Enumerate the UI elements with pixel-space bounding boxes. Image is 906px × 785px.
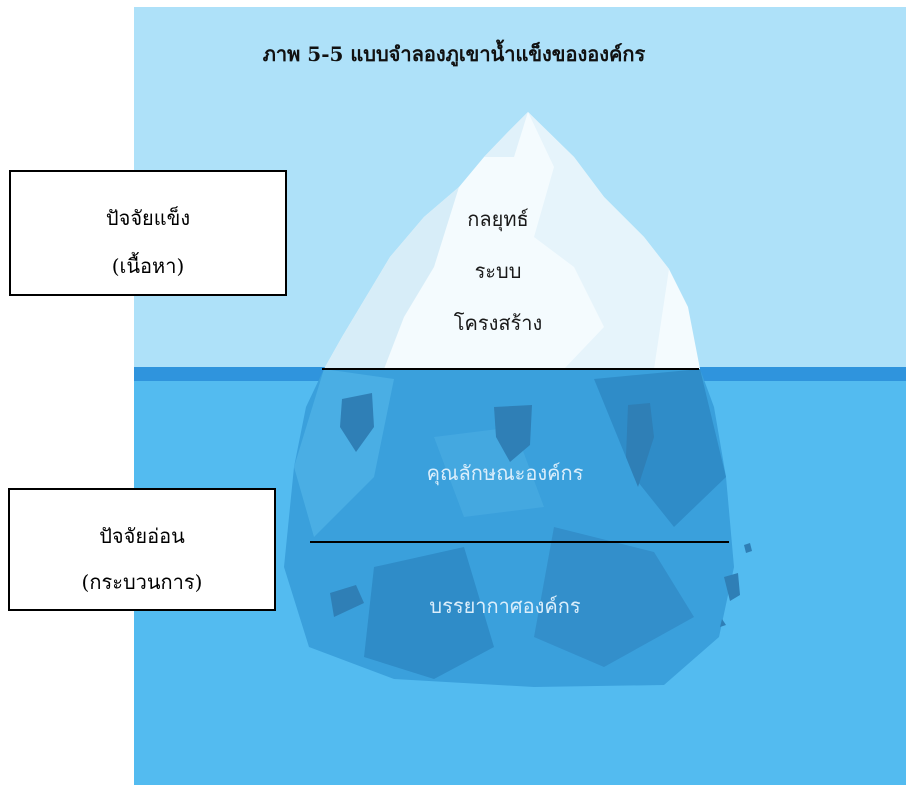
- hard-factors-box: ปัจจัยแข็ง (เนื้อหา): [9, 170, 287, 296]
- organizational-climate-label: บรรยากาศองค์กร: [385, 590, 625, 622]
- iceberg-illustration: [134, 7, 906, 785]
- organizational-characteristics-label: คุณลักษณะองค์กร: [385, 457, 625, 489]
- hard-factors-title: ปัจจัยแข็ง: [11, 202, 285, 234]
- system-label: ระบบ: [433, 255, 563, 287]
- strategy-label: กลยุทธ์: [433, 203, 563, 235]
- soft-factors-subtitle: (กระบวนการ): [10, 566, 274, 598]
- soft-factors-title: ปัจจัยอ่อน: [10, 520, 274, 552]
- iceberg-figure: [134, 7, 906, 785]
- soft-factors-box: ปัจจัยอ่อน (กระบวนการ): [8, 488, 276, 611]
- figure-title: ภาพ 5-5 แบบจำลองภูเขาน้ำแข็งขององค์กร: [134, 38, 774, 70]
- hard-factors-subtitle: (เนื้อหา): [11, 250, 285, 282]
- structure-label: โครงสร้าง: [433, 307, 563, 339]
